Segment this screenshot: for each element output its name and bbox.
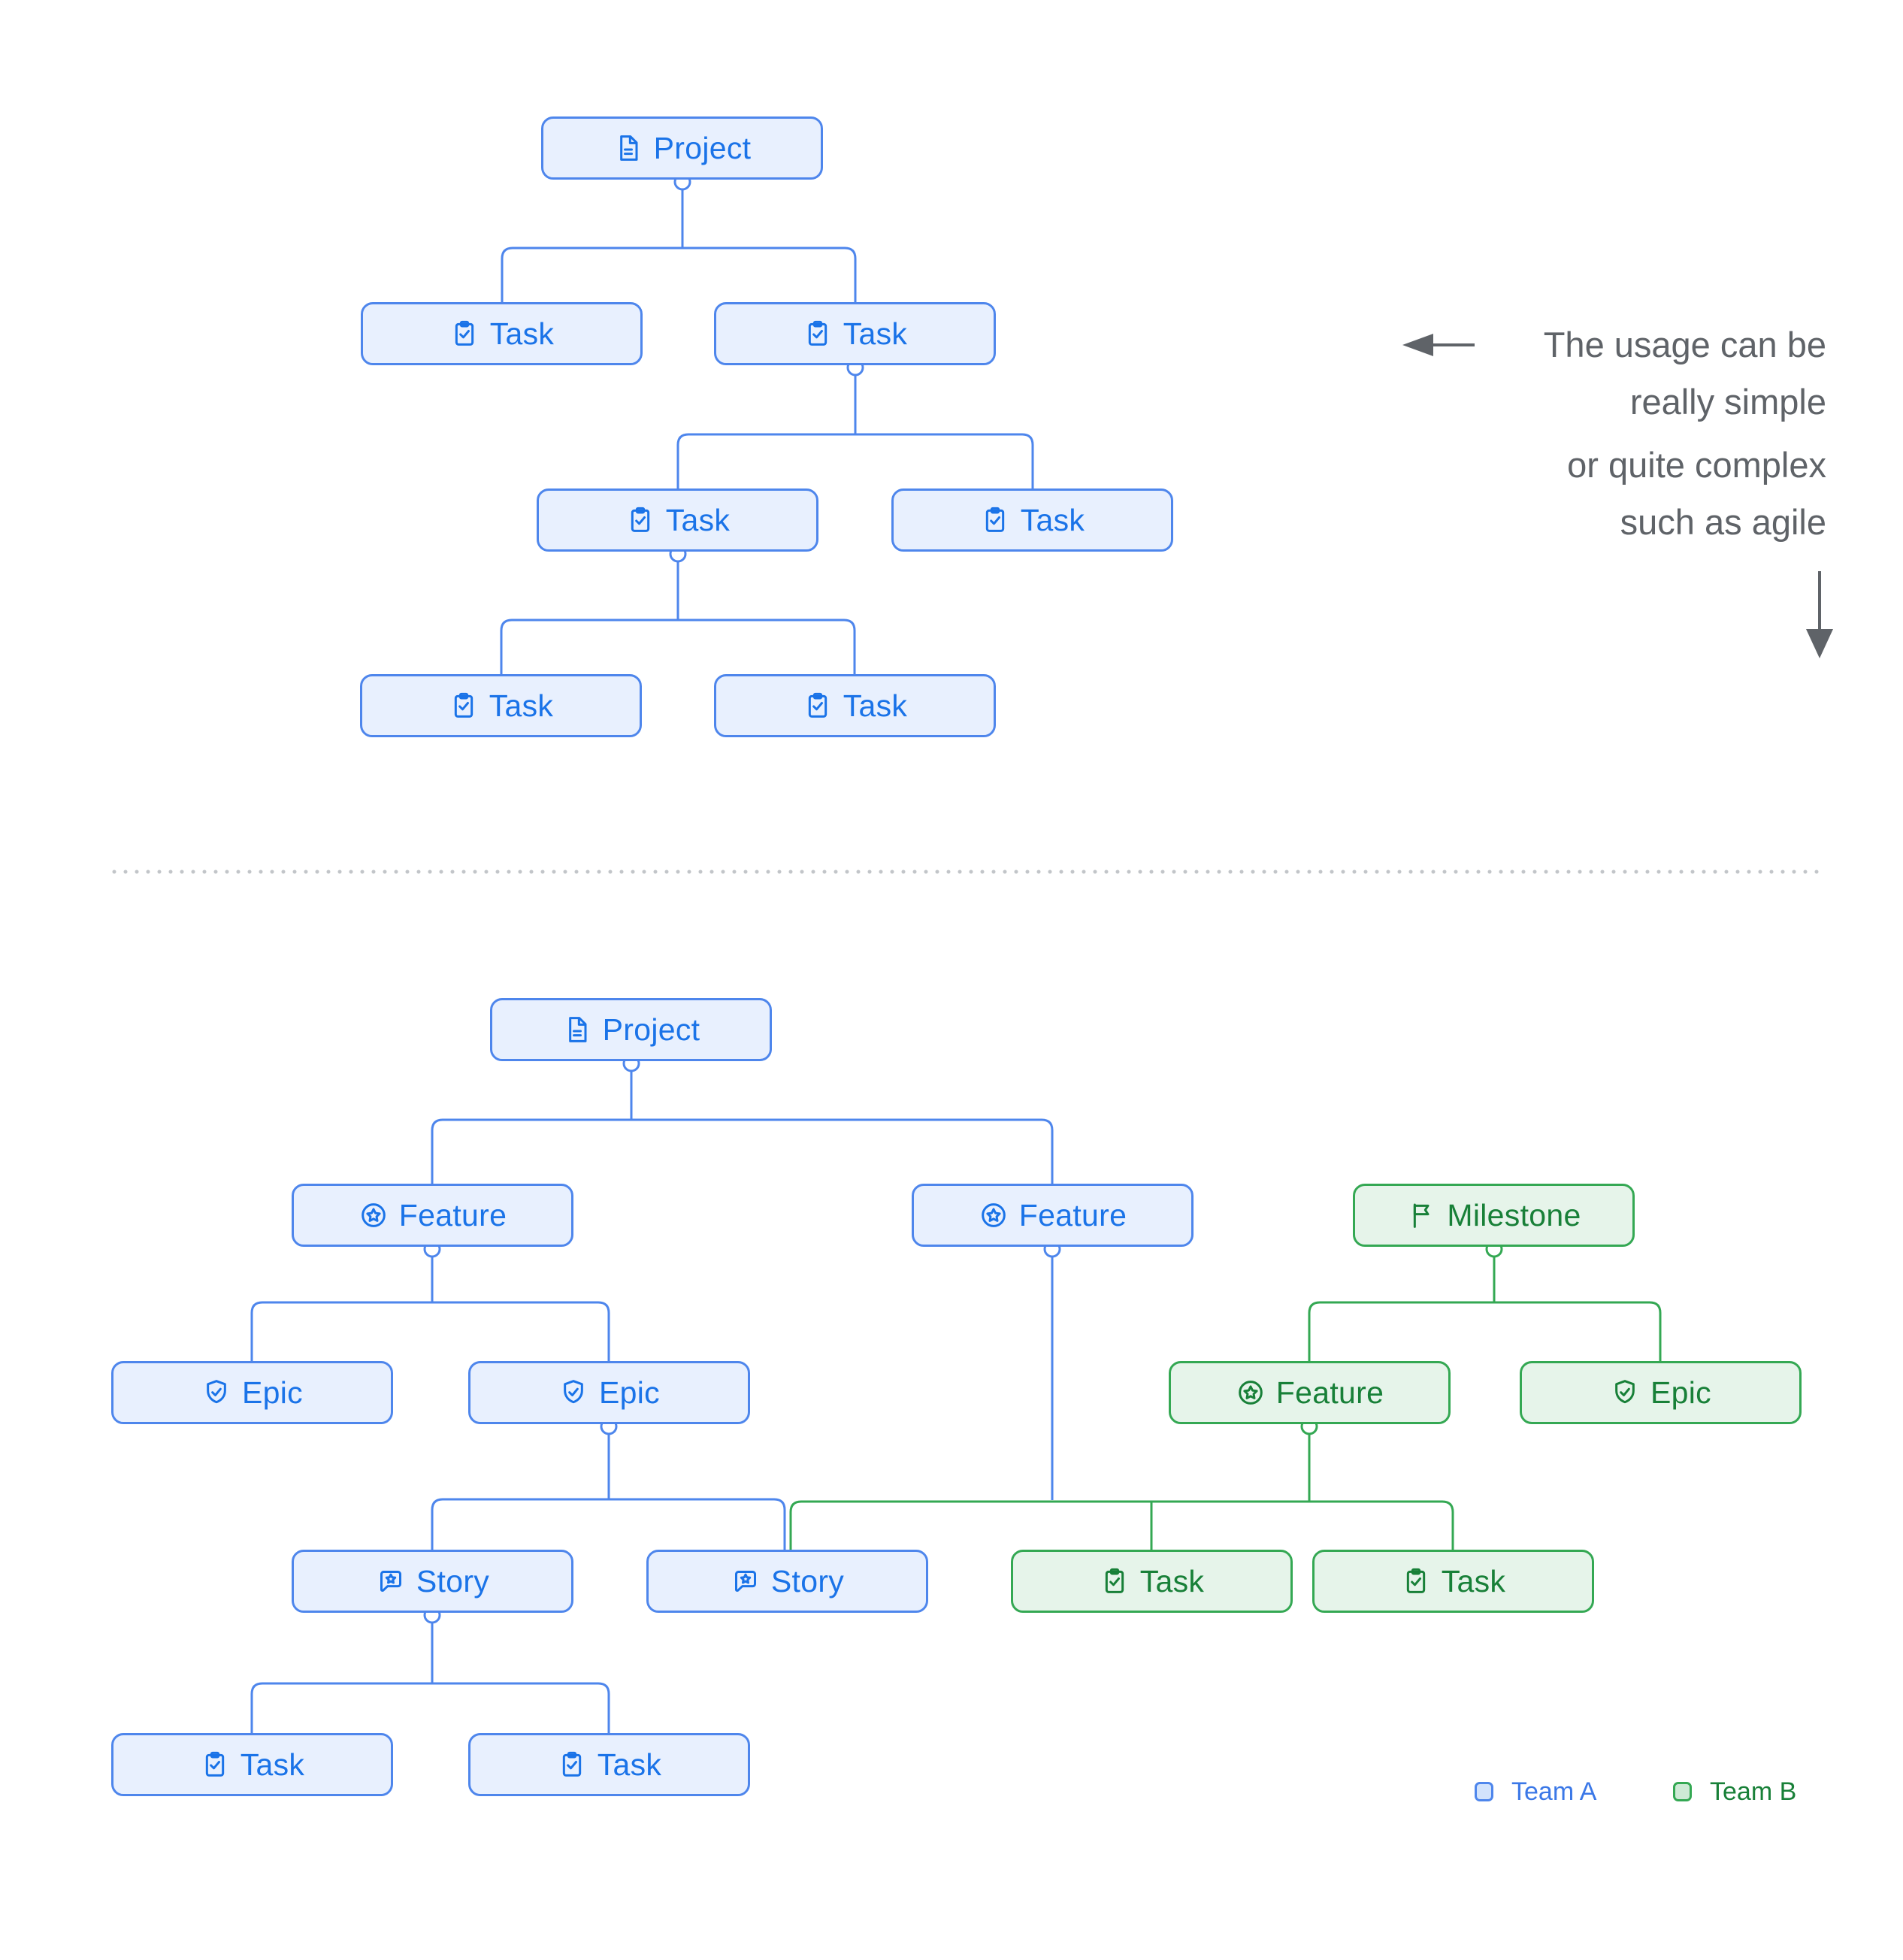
node-epic[interactable]: Epic [1520, 1361, 1802, 1424]
shield-check-icon [558, 1378, 588, 1408]
clipboard-check-icon [449, 691, 479, 721]
clipboard-check-icon [1401, 1566, 1431, 1596]
node-project[interactable]: Project [490, 998, 772, 1061]
node-label: Epic [1650, 1375, 1711, 1410]
clipboard-check-icon [1100, 1566, 1130, 1596]
story-bubble-icon [731, 1566, 761, 1596]
legend-item-team-a: Team A [1475, 1774, 1596, 1810]
clipboard-check-icon [625, 505, 655, 535]
down-arrow-icon [1806, 571, 1833, 658]
node-label: Task [240, 1747, 305, 1782]
annotation-line: really simple [1629, 382, 1826, 422]
dotted-divider [111, 869, 1822, 875]
connectors-simple-tree [500, 180, 1034, 674]
story-bubble-icon [376, 1566, 406, 1596]
node-task[interactable]: Task [1011, 1550, 1293, 1613]
node-feature[interactable]: Feature [912, 1184, 1194, 1247]
node-label: Project [602, 1012, 700, 1047]
connectors-complex-team-a [250, 1061, 1054, 1733]
star-circle-icon [359, 1200, 389, 1230]
clipboard-check-icon [449, 319, 480, 349]
node-label: Epic [242, 1375, 303, 1410]
node-milestone[interactable]: Milestone [1353, 1184, 1635, 1247]
node-story[interactable]: Story [646, 1550, 928, 1613]
node-feature[interactable]: Feature [1169, 1361, 1451, 1424]
node-label: Story [416, 1563, 490, 1599]
annotation-line: or quite complex [1567, 445, 1826, 485]
shield-check-icon [1610, 1378, 1640, 1408]
document-icon [562, 1015, 592, 1045]
left-arrow-icon [1402, 334, 1475, 356]
node-label: Project [653, 130, 752, 165]
node-label: Task [1441, 1563, 1506, 1599]
node-task[interactable]: Task [537, 488, 818, 552]
node-epic[interactable]: Epic [468, 1361, 750, 1424]
team-b-swatch [1673, 1782, 1692, 1801]
node-story[interactable]: Story [292, 1550, 573, 1613]
node-project[interactable]: Project [541, 116, 823, 180]
node-label: Milestone [1447, 1197, 1581, 1233]
node-label: Feature [398, 1197, 507, 1233]
star-circle-icon [1236, 1378, 1266, 1408]
node-label: Task [597, 1747, 662, 1782]
team-a-label: Team A [1511, 1777, 1597, 1806]
node-task[interactable]: Task [361, 302, 643, 365]
node-label: Task [665, 502, 731, 537]
node-feature[interactable]: Feature [292, 1184, 573, 1247]
node-task[interactable]: Task [360, 674, 642, 737]
team-a-swatch [1475, 1782, 1493, 1801]
node-task[interactable]: Task [468, 1733, 750, 1796]
node-task[interactable]: Task [714, 302, 996, 365]
connectors-complex-team-b [789, 1247, 1662, 1550]
flag-icon [1406, 1200, 1436, 1230]
node-task[interactable]: Task [714, 674, 996, 737]
annotation-text: The usage can be really simple or quite … [1544, 316, 1826, 551]
annotation-line: The usage can be [1543, 325, 1826, 364]
node-label: Task [489, 316, 555, 351]
team-b-label: Team B [1710, 1777, 1797, 1806]
annotation-line: such as agile [1620, 502, 1826, 542]
node-label: Task [489, 688, 554, 723]
node-label: Story [770, 1563, 845, 1599]
node-label: Feature [1275, 1375, 1384, 1410]
shield-check-icon [201, 1378, 231, 1408]
node-epic[interactable]: Epic [111, 1361, 393, 1424]
node-task[interactable]: Task [111, 1733, 393, 1796]
clipboard-check-icon [803, 319, 833, 349]
legend-item-team-b: Team B [1673, 1774, 1796, 1810]
clipboard-check-icon [803, 691, 833, 721]
node-task[interactable]: Task [891, 488, 1173, 552]
node-label: Epic [599, 1375, 660, 1410]
node-label: Feature [1018, 1197, 1127, 1233]
node-label: Task [1020, 502, 1085, 537]
star-circle-icon [979, 1200, 1009, 1230]
node-label: Task [1139, 1563, 1205, 1599]
node-label: Task [843, 316, 908, 351]
clipboard-check-icon [980, 505, 1010, 535]
document-icon [613, 133, 643, 163]
node-label: Task [843, 688, 908, 723]
node-task[interactable]: Task [1312, 1550, 1594, 1613]
legend: Team A Team B [0, 1774, 1903, 1810]
